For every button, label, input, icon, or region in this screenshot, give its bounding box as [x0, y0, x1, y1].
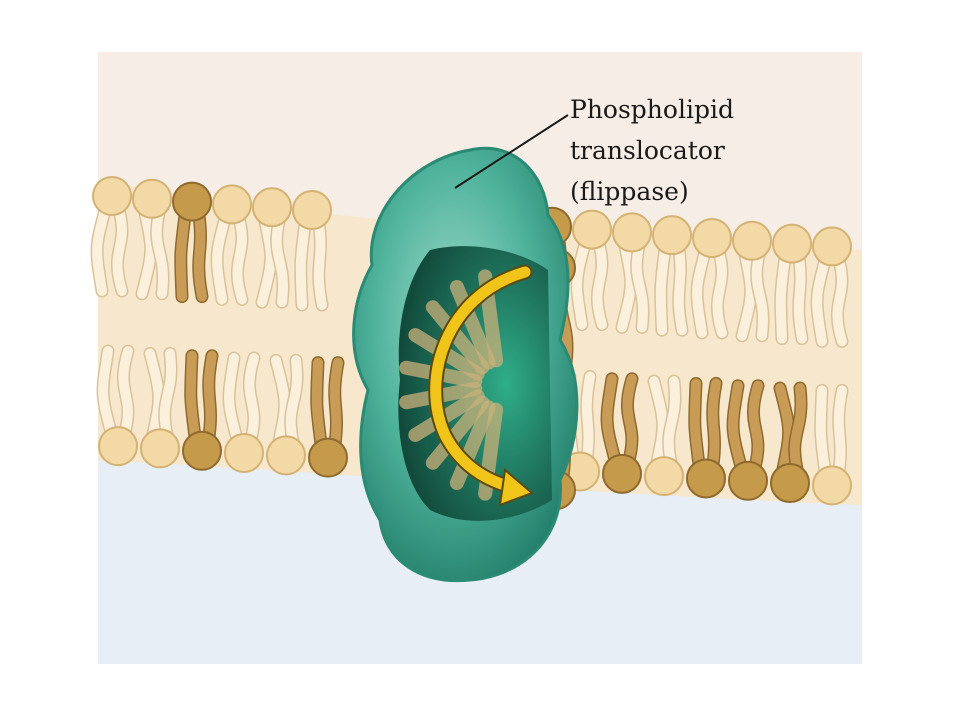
- phospholipid: [770, 381, 810, 504]
- phospholipid: [726, 379, 768, 501]
- label-line-2: translocator: [570, 136, 725, 165]
- phospholipid: [292, 189, 332, 312]
- phospholipid: [140, 346, 180, 469]
- phospholipid: [222, 351, 264, 474]
- phospholipid: [308, 356, 348, 478]
- phospholipid: [690, 217, 732, 340]
- flippase-label: Phospholipid translocator (flippase): [570, 95, 742, 206]
- phospholipid: [90, 175, 132, 298]
- phospholipid: [812, 383, 852, 506]
- phospholipid: [810, 226, 852, 348]
- label-line-3: (flippase): [570, 177, 689, 206]
- pore-lipid-tail: [425, 395, 490, 470]
- label-leader-line: [454, 114, 569, 189]
- phospholipid: [686, 376, 726, 499]
- phospholipid: [266, 353, 306, 476]
- phospholipid: [570, 209, 612, 332]
- pore-lipid-tail: [408, 389, 485, 442]
- pore-lipid-tail: [425, 300, 490, 375]
- phospholipid: [772, 223, 812, 346]
- flippase-protein: [352, 146, 579, 583]
- phospholipid: [252, 187, 292, 309]
- phospholipid: [652, 215, 692, 337]
- phospholipid: [612, 212, 652, 334]
- phospholipid: [96, 344, 138, 467]
- phospholipid: [644, 374, 684, 497]
- phospholipid: [600, 372, 642, 494]
- phospholipid: [732, 220, 772, 343]
- phospholipid: [210, 184, 252, 306]
- phospholipid: [172, 181, 212, 304]
- pore-lipid-tail: [449, 400, 496, 491]
- label-line-1: Phospholipid: [570, 95, 734, 124]
- phospholipid: [132, 178, 172, 301]
- curved-flip-arrow-icon: [428, 264, 534, 507]
- phospholipid: [182, 349, 222, 471]
- pore-lipid-tail: [449, 279, 496, 370]
